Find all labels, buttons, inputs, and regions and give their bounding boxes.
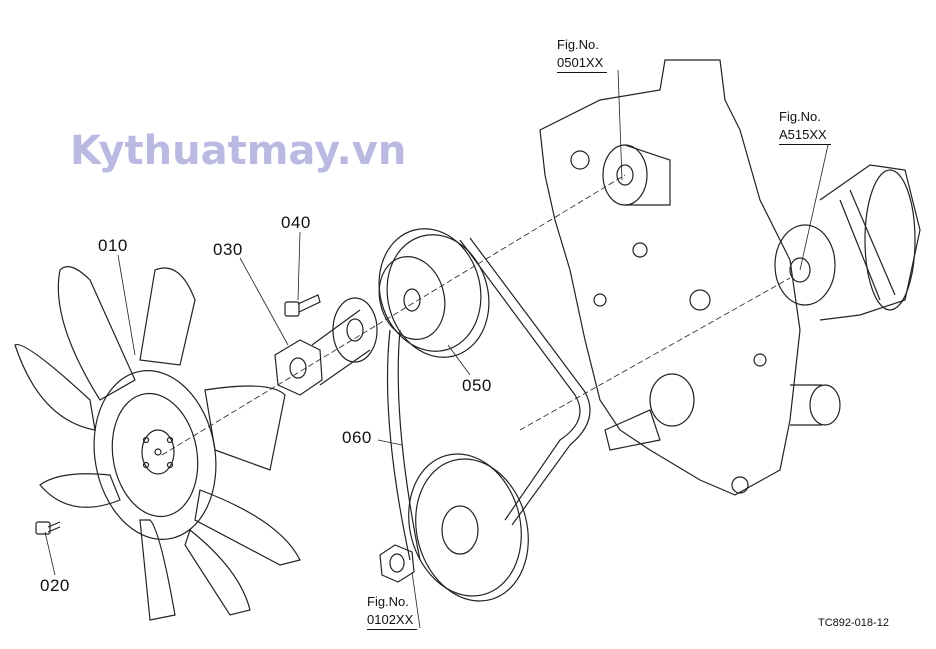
figure-ref-0501xx: Fig.No. 0501XX — [557, 36, 608, 73]
part-label-060: 060 — [342, 428, 372, 447]
figure-ref-a515xx: Fig.No. A515XX — [779, 108, 831, 145]
gear-case-drawing — [539, 59, 841, 496]
bolt-040-drawing — [284, 294, 321, 317]
figure-ref-label: Fig.No. — [557, 37, 599, 52]
part-label-050: 050 — [462, 376, 492, 395]
figure-ref-label: Fig.No. — [779, 109, 821, 124]
figure-ref-label: Fig.No. — [367, 594, 409, 609]
part-label-010: 010 — [98, 236, 128, 255]
leader-lines — [44, 69, 829, 629]
figure-ref-number: 0102XX — [367, 611, 418, 630]
spacer-030-drawing — [274, 297, 378, 396]
belt-060-drawing — [386, 237, 591, 561]
figure-ref-0102xx: Fig.No. 0102XX — [367, 593, 418, 630]
part-label-040: 040 — [281, 213, 311, 232]
bolt-020-drawing — [35, 521, 61, 535]
crank-pulley-drawing — [379, 453, 529, 602]
drawing-code: TC892-018-12 — [818, 617, 889, 629]
fan-010-drawing — [14, 266, 301, 621]
part-label-030: 030 — [213, 240, 243, 259]
alternator-drawing — [774, 164, 921, 321]
watermark: Kythuatmay.vn — [70, 128, 407, 174]
part-label-020: 020 — [40, 576, 70, 595]
pulley-050-drawing — [378, 228, 490, 358]
figure-ref-number: A515XX — [779, 126, 831, 145]
figure-ref-number: 0501XX — [557, 54, 608, 73]
